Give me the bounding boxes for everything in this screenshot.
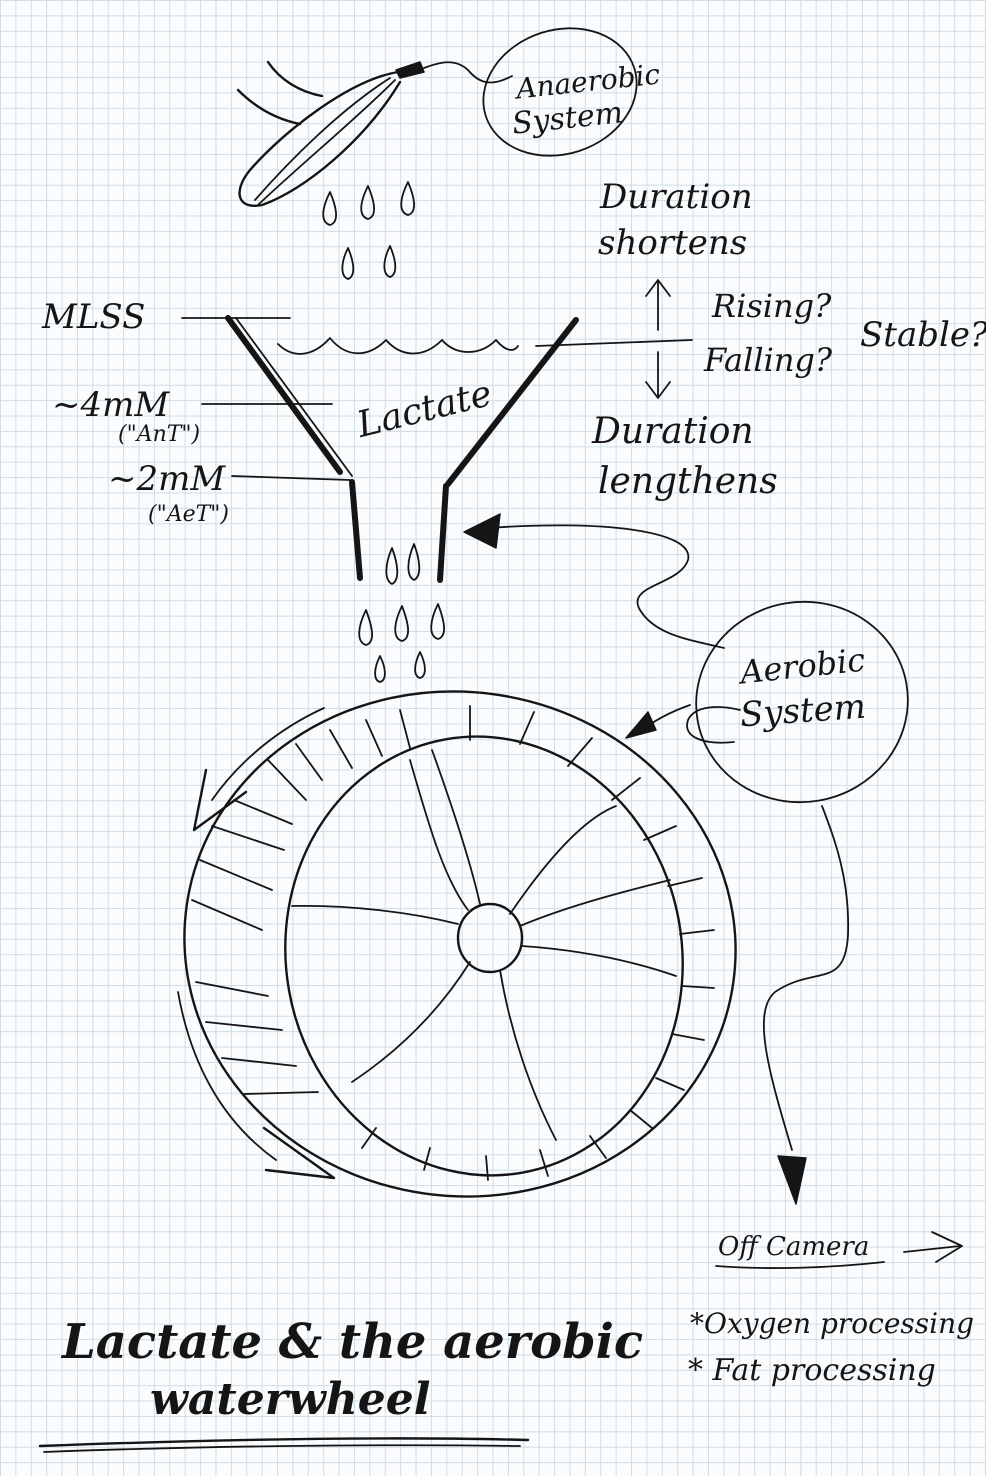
title-line1: Lactate & the aerobic — [62, 1314, 644, 1370]
off-camera-label: Off Camera — [718, 1232, 870, 1262]
up-arrow — [645, 279, 671, 331]
falling-label: Falling? — [704, 341, 833, 379]
title-underline — [38, 1437, 530, 1448]
lactate-funnel — [225, 315, 579, 583]
four-mm-label: ~4mM — [52, 385, 170, 425]
bullet-oxygen: *Oxygen processing — [690, 1307, 975, 1340]
aerobic-to-offcamera-arrow — [762, 805, 850, 1205]
stable-label: Stable? — [860, 315, 986, 355]
aerobic-to-wheel-arrow — [625, 704, 741, 744]
duration-lengthens-line2: lengthens — [598, 461, 778, 502]
lower-drops — [358, 543, 445, 683]
aerobic-circle — [695, 600, 909, 804]
level-pointers — [181, 317, 693, 481]
mlss-label: MLSS — [42, 297, 146, 337]
aerobic-to-funnel-arrow — [463, 513, 725, 649]
bullet-fat: * Fat processing — [688, 1353, 936, 1388]
duration-shortens-line1: Duration — [600, 177, 753, 217]
rising-label: Rising? — [712, 287, 832, 325]
anaerobic-connector-line — [423, 61, 513, 84]
two-mm-label: ~2mM — [108, 459, 226, 499]
waterwheel — [183, 690, 737, 1198]
rotation-arrow-bottom-left — [177, 991, 336, 1180]
duration-lengthens-line1: Duration — [592, 411, 754, 452]
aerobic-label-line2: System — [738, 686, 868, 736]
title-underline-2 — [43, 1444, 521, 1453]
off-camera-arrow — [715, 1231, 963, 1269]
upper-drops — [322, 181, 415, 280]
shower-head — [236, 60, 425, 208]
down-arrow — [645, 351, 671, 399]
anaerobic-circle — [482, 27, 638, 157]
title-line2: waterwheel — [150, 1374, 431, 1425]
duration-shortens-line2: shortens — [598, 223, 748, 263]
aet-label: ("AeT") — [148, 502, 229, 527]
ant-label: ("AnT") — [118, 422, 201, 447]
rotation-arrow-top-left — [192, 707, 325, 832]
